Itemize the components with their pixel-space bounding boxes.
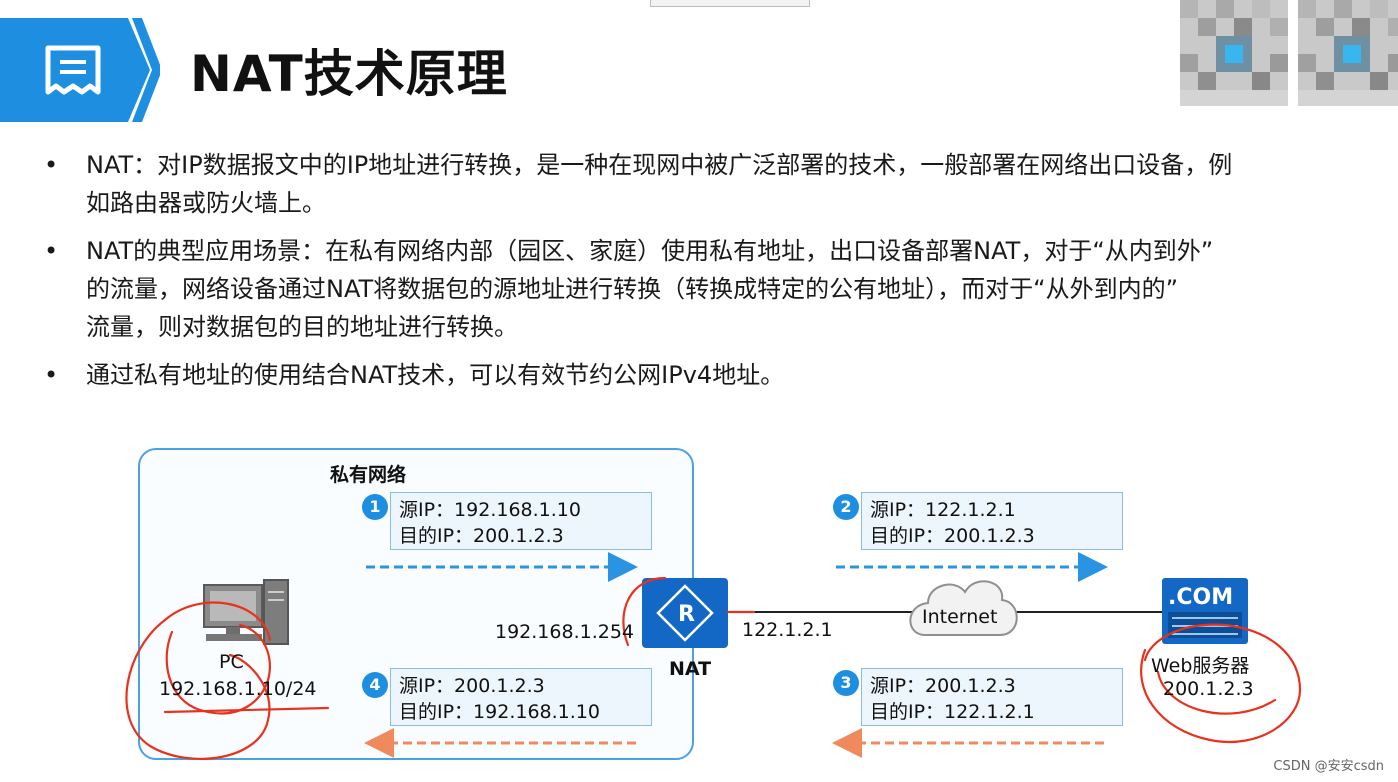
internet-label: Internet: [922, 606, 998, 628]
bullet-list: •NAT：对IP数据报文中的IP地址进行转换，是一种在现网中被广泛部署的技术，一…: [44, 146, 1398, 404]
server-logo-text: .COM: [1168, 585, 1233, 610]
bullet-text: NAT：对IP数据报文中的IP地址进行转换，是一种在现网中被广泛部署的技术，一般…: [86, 151, 1233, 217]
blurred-thumbnail-2: [1298, 0, 1398, 106]
step-badge-4: 4: [362, 672, 388, 698]
watermark: CSDN @安安csdn: [1273, 759, 1384, 774]
page-title: NAT技术原理: [190, 45, 508, 103]
source-ip-text: 源IP：200.1.2.3: [870, 675, 1016, 697]
bullet-text: 通过私有地址的使用结合NAT技术，可以有效节约公网IPv4地址。: [86, 361, 785, 389]
source-ip-text: 源IP：192.168.1.10: [399, 499, 581, 521]
router-inside-ip: 192.168.1.254: [495, 621, 635, 643]
destination-ip-text: 目的IP：200.1.2.3: [399, 525, 564, 547]
router-outside-ip: 122.1.2.1: [742, 619, 833, 641]
private-network-label: 私有网络: [330, 464, 407, 486]
bullet-item: •NAT：对IP数据报文中的IP地址进行转换，是一种在现网中被广泛部署的技术，一…: [44, 151, 1233, 217]
bullet-item: •NAT的典型应用场景：在私有网络内部（园区、家庭）使用私有地址，出口设备部署N…: [44, 237, 1214, 341]
blurred-thumbnail-1: [1180, 0, 1288, 106]
step-badge-2: 2: [833, 494, 859, 520]
server-label: Web服务器: [1151, 655, 1250, 677]
pc-icon: [203, 579, 289, 645]
bullet-item: •通过私有地址的使用结合NAT技术，可以有效节约公网IPv4地址。: [44, 361, 785, 389]
source-ip-text: 源IP：200.1.2.3: [399, 675, 545, 697]
packet-info-box-2: 源IP：122.1.2.1 目的IP：200.1.2.3: [861, 492, 1123, 550]
header-banner: [0, 18, 160, 122]
destination-ip-text: 目的IP：192.168.1.10: [399, 701, 600, 723]
destination-ip-text: 目的IP：200.1.2.3: [870, 525, 1035, 547]
router-label: NAT: [669, 658, 712, 680]
step-badge-1: 1: [362, 494, 388, 520]
top-toolbar-stub: [650, 0, 810, 7]
destination-ip-text: 目的IP：122.1.2.1: [870, 701, 1035, 723]
router-glyph: R: [678, 602, 695, 627]
bullet-text: NAT的典型应用场景：在私有网络内部（园区、家庭）使用私有地址，出口设备部署NA…: [86, 237, 1214, 341]
document-icon: [45, 45, 101, 95]
packet-info-box-3: 源IP：200.1.2.3 目的IP：122.1.2.1: [861, 668, 1123, 726]
packet-info-box-1: 源IP：192.168.1.10 目的IP：200.1.2.3: [390, 492, 652, 550]
step-badge-3: 3: [833, 670, 859, 696]
source-ip-text: 源IP：122.1.2.1: [870, 499, 1016, 521]
pc-ip-label: 192.168.1.10/24: [159, 678, 317, 700]
internet-cloud-icon: [909, 580, 1018, 636]
red-annotation-scribbles: [125, 576, 1302, 760]
packet-info-box-4: 源IP：200.1.2.3 目的IP：192.168.1.10: [390, 668, 652, 726]
server-ip-label: 200.1.2.3: [1163, 678, 1254, 700]
pc-label: PC: [219, 651, 244, 673]
router-icon: [642, 578, 728, 648]
